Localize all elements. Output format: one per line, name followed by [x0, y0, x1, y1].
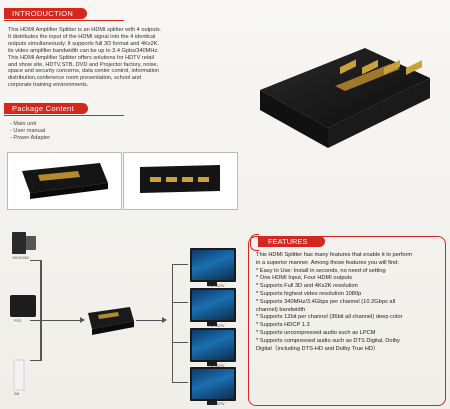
output-connector — [172, 264, 188, 265]
xbox-controller-icon — [26, 236, 36, 250]
output-connector — [172, 302, 188, 303]
feature-item: * Supports 12bit per channel (36bit all … — [256, 314, 403, 321]
splitter-gold-label — [335, 64, 400, 91]
package-heading: Package Content — [4, 103, 125, 116]
splitter-back-thumbnail — [140, 165, 220, 193]
intro-line: It distributes the input of the HDMI sig… — [8, 33, 156, 40]
output-connector — [172, 382, 188, 383]
package-item: - Power Adapter — [10, 135, 51, 142]
tv-label: Full HDTV — [208, 284, 225, 288]
source-connector — [30, 360, 42, 361]
feature-item: * Supports highest video resolution 1080… — [256, 290, 362, 297]
xbox-console-icon — [12, 232, 26, 254]
source-connector — [30, 320, 42, 321]
device-label-wii: Wii — [14, 392, 20, 396]
package-photo-front — [7, 152, 122, 210]
intro-line: This HDMI Amplifier Splitter offers solu… — [8, 54, 154, 61]
tv-label: Full HDTV — [208, 402, 225, 406]
intro-line: This HDMI Amplifier Splitter is an HDMI … — [8, 27, 162, 33]
intro-line: space and security concerns, data center… — [8, 68, 160, 75]
intro-heading: INTRODUCTION — [4, 8, 125, 21]
output-line — [136, 320, 164, 321]
hdtv-icon — [190, 328, 236, 366]
feature-item: * Supports HDCP 1.3 — [256, 322, 310, 329]
tv-label: Full HDTV — [208, 364, 225, 368]
wii-console-icon — [13, 359, 25, 391]
splitter-front-right — [328, 78, 430, 148]
feature-item: * Supports Full 3D and 4Kx2K resolution — [256, 283, 358, 290]
device-label-xbox: XBOX360 — [12, 256, 29, 260]
input-arrow-icon — [80, 317, 85, 323]
diagram-splitter — [88, 307, 134, 335]
splitter-product-image — [260, 48, 430, 148]
source-connector — [30, 260, 42, 261]
hdtv-icon — [190, 367, 236, 405]
feature-item: channel) bandwidth — [256, 306, 306, 313]
intro-line: its video amplifier bandwidth can be up … — [8, 47, 159, 54]
feature-item: * Supports compressed audio such as DTS … — [256, 337, 400, 344]
tv-label: Full HDTV — [208, 324, 225, 328]
output-bus-line — [172, 264, 173, 382]
intro-line: outputs simultaneously. It supports full… — [8, 40, 160, 47]
features-intro-line: in a superior manner. Among those featur… — [256, 259, 399, 266]
feature-item: * Supports uncompressed audio such as LP… — [256, 329, 376, 336]
hdmi-port-icon — [406, 60, 422, 76]
hdmi-port-icon — [384, 59, 400, 75]
intro-line: corporate training environments. — [8, 82, 89, 89]
features-box — [248, 236, 446, 406]
source-bus-line — [40, 260, 42, 360]
hdtv-icon — [190, 248, 236, 286]
output-arrow-icon — [162, 317, 167, 323]
output-connector — [172, 342, 188, 343]
package-item: - Main unit — [10, 121, 37, 127]
feature-item: * One HDMI Input, Four HDMI outputs — [256, 275, 353, 282]
intro-text: This HDMI Amplifier Splitter is an HDMI … — [8, 27, 223, 89]
hdmi-port-icon — [362, 59, 378, 75]
package-photo-back — [123, 152, 238, 210]
splitter-front-left — [260, 90, 328, 148]
hdtv-icon — [190, 288, 236, 326]
device-label-ps3: PS3 — [14, 319, 22, 323]
features-heading: FEATURES — [249, 234, 326, 251]
features-text: This HDMI Splitter has many features tha… — [256, 252, 442, 353]
intro-line: distribution,conference room presentatio… — [8, 75, 142, 82]
ps3-console-icon — [10, 295, 36, 317]
features-intro-line: This HDMI Splitter has many features tha… — [256, 252, 413, 258]
package-item: - User manual — [10, 128, 46, 135]
package-list: - Main unit - User manual - Power Adapte… — [10, 121, 50, 143]
feature-item: * Easy to Use: Install in seconds, no ne… — [256, 267, 386, 274]
intro-line: and show site, HDTV,STB, DVD and Project… — [8, 61, 159, 68]
hdmi-port-icon — [340, 59, 356, 75]
feature-item: * Supports 340MHz/3.4Gbps per channel (1… — [256, 298, 396, 305]
input-line — [42, 320, 82, 321]
splitter-front-thumbnail — [22, 163, 108, 199]
feature-item: Digital（including DTS-HD and Dolby True … — [256, 345, 379, 352]
source-devices — [10, 232, 36, 391]
